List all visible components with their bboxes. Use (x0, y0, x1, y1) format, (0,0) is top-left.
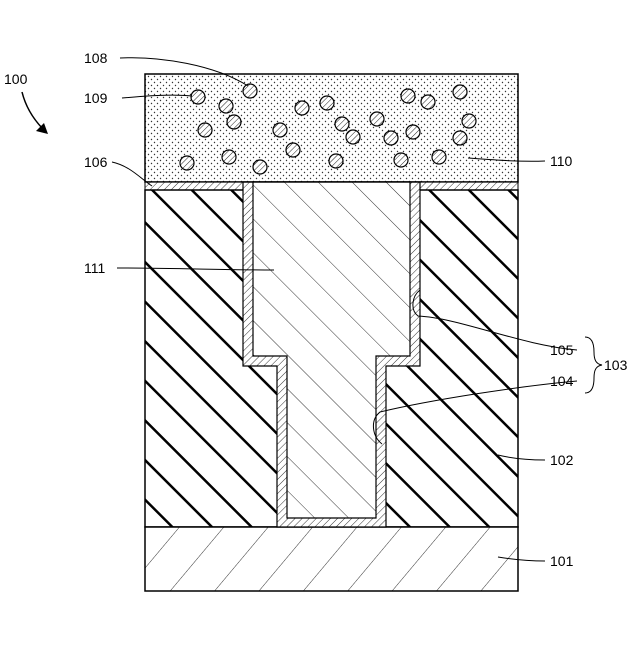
label-particle-small: 109 (84, 90, 108, 106)
particle (394, 153, 408, 167)
label-second-barrier: 105 (550, 342, 574, 358)
particle (243, 84, 257, 98)
particle (335, 117, 349, 131)
label-device: 100 (4, 71, 28, 87)
particle (273, 123, 287, 137)
particle (432, 150, 446, 164)
particle (453, 85, 467, 99)
substrate-layer (145, 527, 518, 591)
particle (384, 131, 398, 145)
particle (462, 114, 476, 128)
particle (320, 96, 334, 110)
particle (253, 160, 267, 174)
particle (295, 101, 309, 115)
particle (346, 130, 360, 144)
label-thin-layer: 106 (84, 154, 108, 170)
label-particle-large: 108 (84, 50, 108, 66)
bracket-103 (585, 337, 602, 393)
particle (191, 90, 205, 104)
particle (370, 112, 384, 126)
particle (401, 89, 415, 103)
label-top-film: 110 (550, 153, 573, 169)
particle (286, 143, 300, 157)
particle (180, 156, 194, 170)
label-barrier-group: 103 (604, 357, 628, 373)
particle (421, 95, 435, 109)
label-insulating-layer: 102 (550, 452, 574, 468)
particle (222, 150, 236, 164)
label-first-barrier: 104 (550, 373, 574, 389)
particle (453, 131, 467, 145)
label-fill-metal: 111 (84, 260, 105, 276)
arrow-100 (22, 92, 48, 134)
particle (329, 154, 343, 168)
particle (219, 99, 233, 113)
particle (406, 125, 420, 139)
particle (227, 115, 241, 129)
label-substrate: 101 (550, 553, 574, 569)
particle (198, 123, 212, 137)
